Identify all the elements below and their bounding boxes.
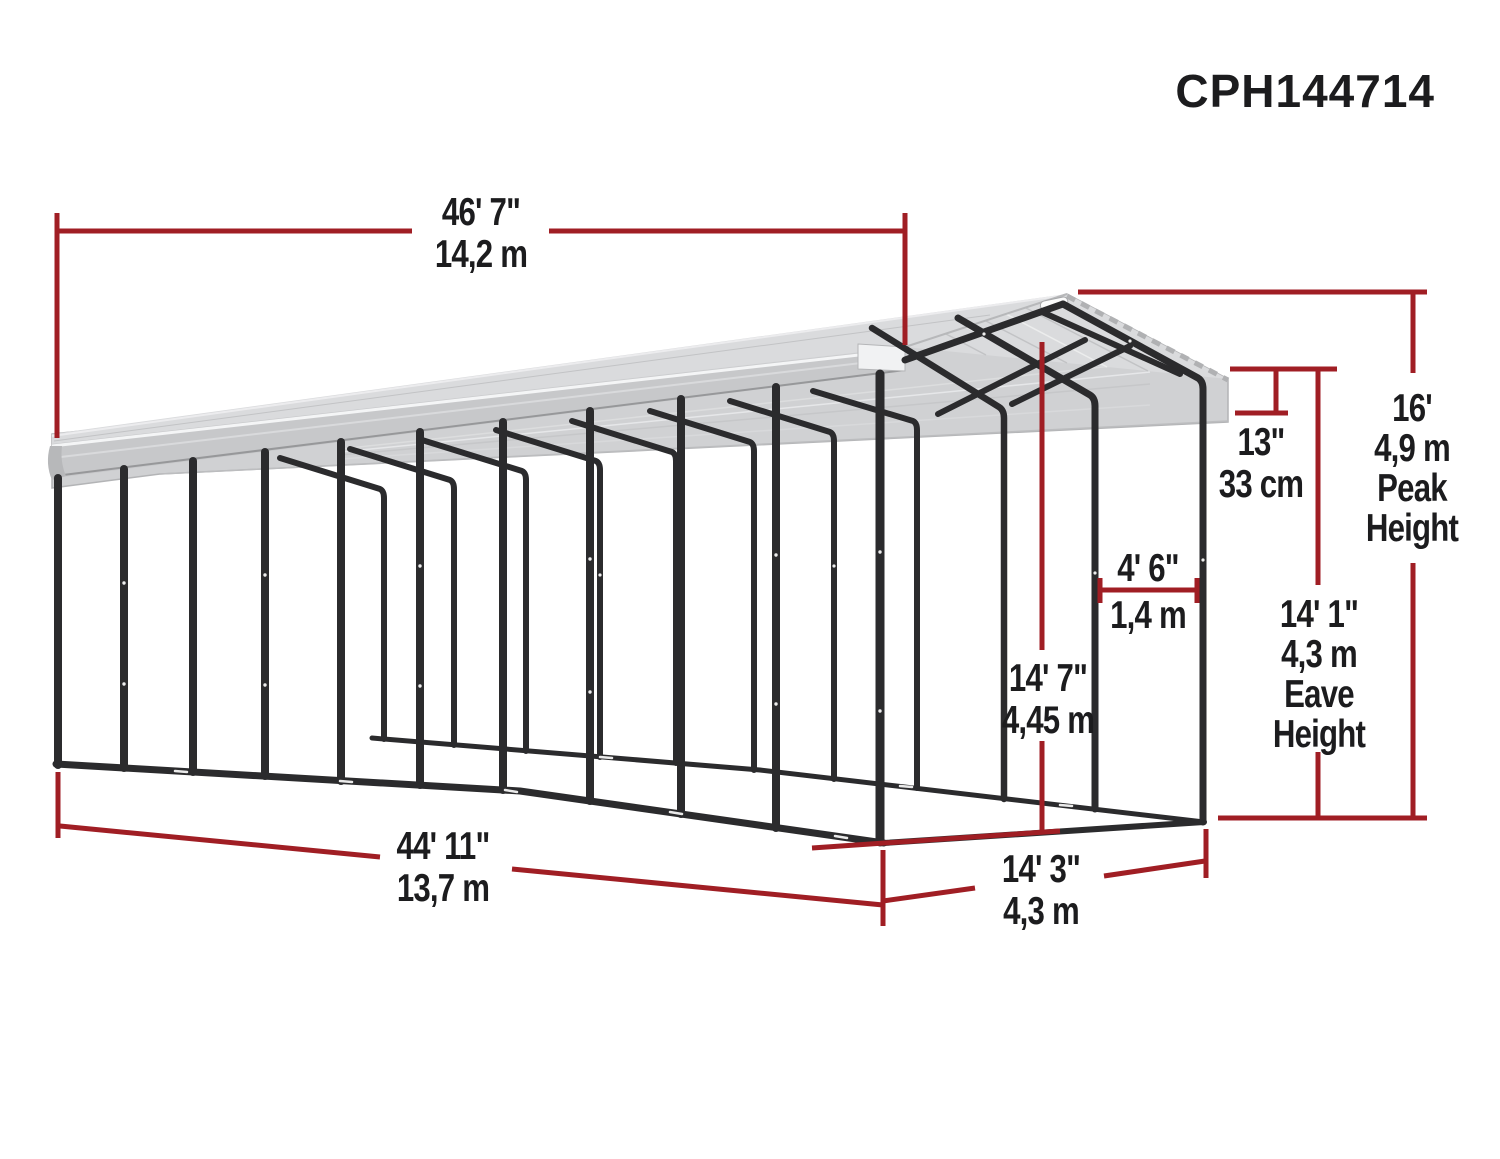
dim-overall-length-metric: 14,2 m — [434, 233, 528, 276]
dim-eave-height-caption-2: Height — [1272, 713, 1366, 756]
dim-interior-clearance: 14' 7" 4,45 m — [968, 658, 1128, 742]
dim-rafter-spacing-imperial-text: 4' 6" — [1117, 547, 1179, 590]
dim-overall-length: 46' 7" 14,2 m — [393, 192, 569, 276]
dim-base-length-imperial: 44' 11" — [396, 825, 491, 868]
dim-peak-height-caption-2: Height — [1365, 507, 1459, 550]
dim-overall-length-imperial: 46' 7" — [441, 191, 521, 234]
bolt-dots — [122, 332, 1205, 713]
dim-base-depth: 14' 3" 4,3 m — [961, 849, 1121, 933]
frame — [52, 300, 1207, 847]
dim-eave-height-imperial: 14' 1" — [1279, 593, 1359, 636]
dim-roof-edge-metric: 33 cm — [1218, 463, 1304, 506]
dim-base-length: 44' 11" 13,7 m — [363, 826, 523, 910]
dim-eave-height-caption-1: Eave — [1284, 673, 1354, 716]
dim-peak-height-metric: 4,9 m — [1374, 427, 1451, 470]
dim-rafter-spacing-metric-text: 1,4 m — [1110, 594, 1187, 637]
dim-eave-height-metric: 4,3 m — [1281, 633, 1358, 676]
dim-roof-edge: 13" 33 cm — [1173, 422, 1349, 506]
dim-interior-clearance-imperial: 14' 7" — [1008, 657, 1088, 700]
roof — [47, 293, 1230, 489]
dim-eave-height: 14' 1" 4,3 m Eave Height — [1239, 595, 1399, 755]
dim-rafter-spacing-metric: 1,4 m — [1068, 595, 1228, 637]
dim-peak-height-caption-1: Peak — [1377, 467, 1447, 510]
rail-marks — [173, 755, 1074, 840]
fascia-rolled-edge — [47, 446, 66, 480]
dim-interior-clearance-metric: 4,45 m — [1001, 699, 1095, 742]
product-code: CPH144714 — [1175, 65, 1435, 117]
dimension-lines — [54, 213, 1427, 926]
dim-rafter-spacing-imperial: 4' 6" — [1068, 548, 1228, 590]
dim-base-depth-metric: 4,3 m — [1003, 890, 1080, 933]
dim-roof-edge-imperial: 13" — [1237, 421, 1285, 464]
dim-base-length-metric: 13,7 m — [396, 867, 490, 910]
dim-peak-height: 16' 4,9 m Peak Height — [1327, 389, 1497, 549]
dim-base-depth-imperial: 14' 3" — [1001, 848, 1081, 891]
dim-peak-height-imperial: 16' — [1392, 387, 1433, 430]
